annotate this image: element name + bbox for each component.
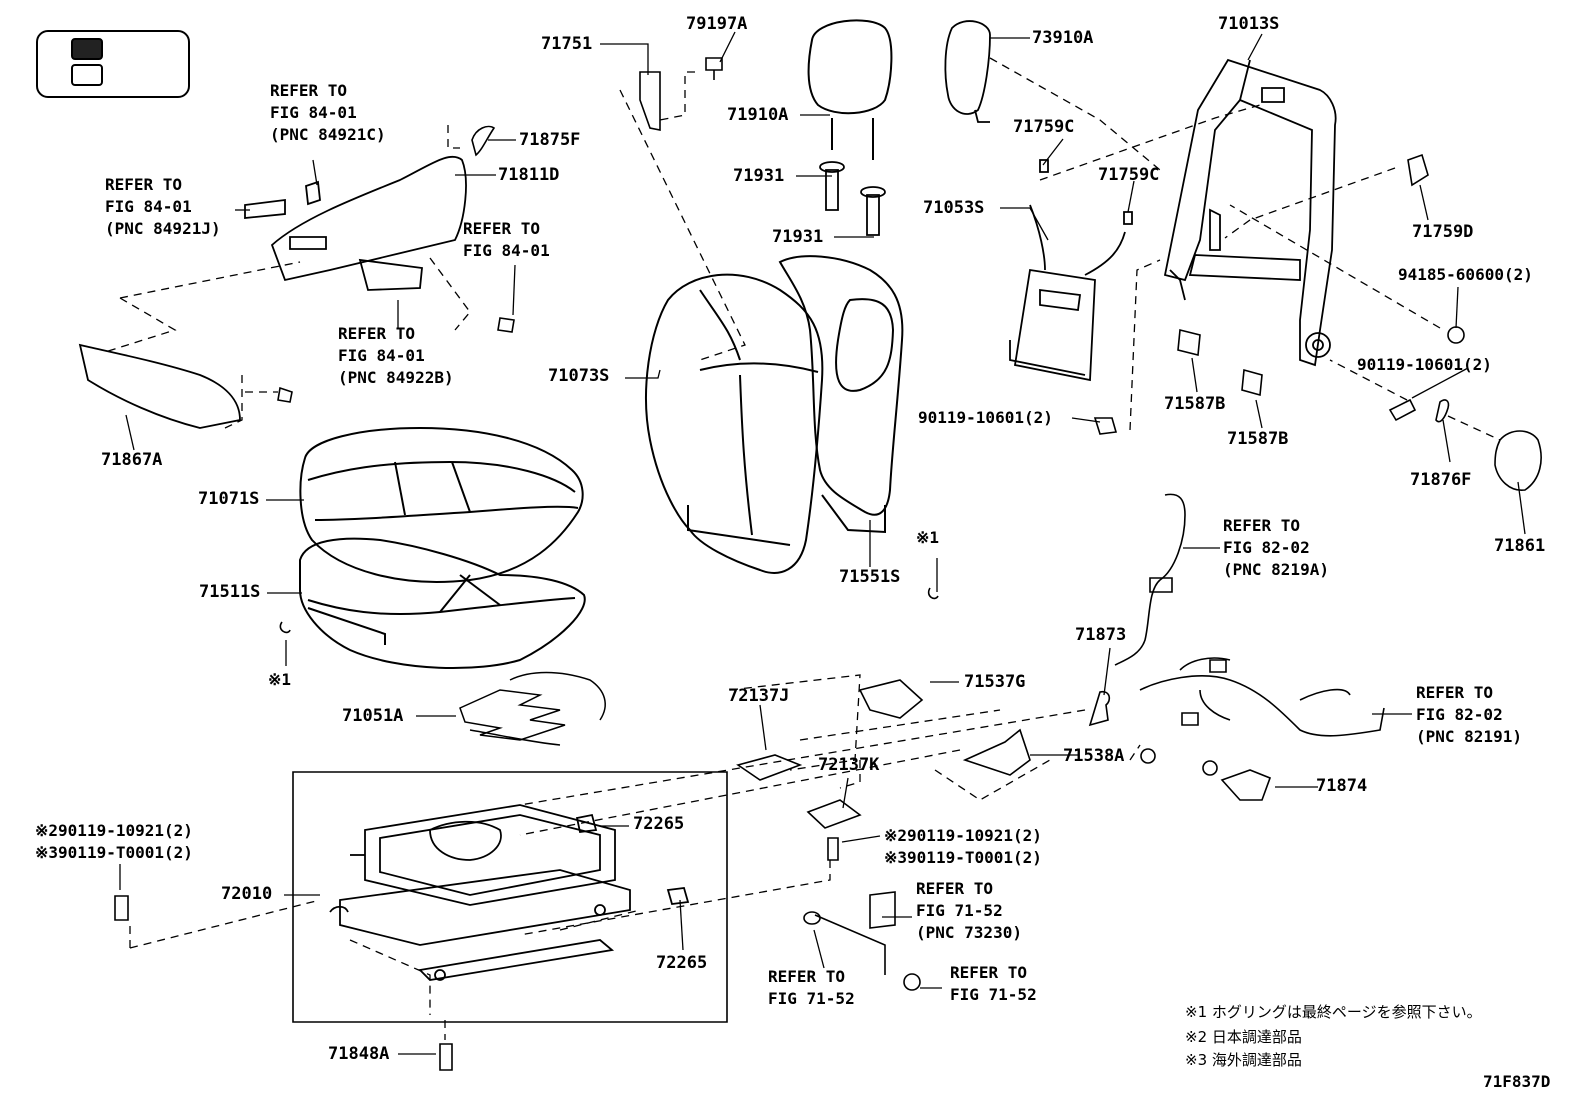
legend-box bbox=[36, 30, 190, 98]
part-71910A: 71910A bbox=[727, 105, 789, 125]
ref-fig-82-02-8219A: REFER TO FIG 82-02 (PNC 8219A) bbox=[1223, 516, 1329, 579]
part-71053S: 71053S bbox=[923, 198, 985, 218]
ref-fig-84-01: REFER TO FIG 84-01 bbox=[463, 219, 550, 260]
part-72137K: 72137K bbox=[818, 755, 880, 775]
legend-empty-symbol bbox=[71, 64, 103, 86]
spring-mat bbox=[460, 673, 605, 746]
part-71811D: 71811D bbox=[498, 165, 560, 185]
note-hog-ring: ※1 ホグリングは最終ページを参照下さい。 bbox=[1185, 1003, 1482, 1021]
note-overseas-sourced: ※3 海外調達部品 bbox=[1185, 1051, 1302, 1069]
part-94185-60600: 94185-60600(2) bbox=[1398, 265, 1533, 284]
part-71071S: 71071S bbox=[198, 489, 260, 509]
part-71587B-right: 71587B bbox=[1227, 429, 1289, 449]
part-71013S: 71013S bbox=[1218, 14, 1280, 34]
part-71551S: 71551S bbox=[839, 567, 901, 587]
part-71051A: 71051A bbox=[342, 706, 404, 726]
part-73910A: 73910A bbox=[1032, 28, 1094, 48]
part-71751: 71751 bbox=[541, 34, 593, 54]
part-72265-upper: 72265 bbox=[633, 814, 685, 834]
part-71876F: 71876F bbox=[1410, 470, 1472, 490]
diagram-code: 71F837D bbox=[1483, 1072, 1551, 1091]
seat-track-box bbox=[293, 772, 727, 1022]
headrest bbox=[809, 20, 892, 160]
ref-fig-82-02-82191: REFER TO FIG 82-02 (PNC 82191) bbox=[1416, 683, 1522, 746]
ref-fig-84-01-84921J: REFER TO FIG 84-01 (PNC 84921J) bbox=[105, 175, 221, 238]
part-71537G: 71537G bbox=[964, 672, 1026, 692]
part-71538A: 71538A bbox=[1063, 746, 1125, 766]
seat-cushion-cover bbox=[300, 428, 582, 582]
part-71073S: 71073S bbox=[548, 366, 610, 386]
part-90119-10601-left: 90119-10601(2) bbox=[918, 408, 1053, 427]
part-71587B-left: 71587B bbox=[1164, 394, 1226, 414]
seat-cushion-pad bbox=[300, 539, 585, 668]
seat-belt-buckle bbox=[804, 892, 920, 990]
part-71861: 71861 bbox=[1494, 536, 1546, 556]
note-japan-sourced: ※2 日本調達部品 bbox=[1185, 1028, 1302, 1046]
seat-track bbox=[330, 805, 688, 980]
part-71931-upper: 71931 bbox=[733, 166, 785, 186]
front-cover bbox=[80, 345, 240, 428]
lumbar-support bbox=[1010, 160, 1132, 380]
lower-brackets bbox=[115, 680, 1270, 1070]
part-72265-lower: 72265 bbox=[656, 953, 708, 973]
part-79197A: 79197A bbox=[686, 14, 748, 34]
clips-small-parts bbox=[278, 58, 1541, 632]
wire-harnesses bbox=[1115, 494, 1384, 735]
part-71848A: 71848A bbox=[328, 1044, 390, 1064]
part-71874: 71874 bbox=[1316, 776, 1368, 796]
part-71759D: 71759D bbox=[1412, 222, 1474, 242]
seatback-cover bbox=[646, 275, 822, 573]
part-mid-bolt-jp: ※290119-10921(2) bbox=[884, 826, 1042, 845]
part-left-bolt-jp: ※290119-10921(2) bbox=[35, 821, 193, 840]
part-mid-bolt-overseas: ※390119-T0001(2) bbox=[884, 848, 1042, 867]
part-90119-10601-right: 90119-10601(2) bbox=[1357, 355, 1492, 374]
seatback-pad bbox=[780, 256, 902, 532]
legend-filled-symbol bbox=[71, 38, 103, 60]
ref-fig-84-01-84922B: REFER TO FIG 84-01 (PNC 84922B) bbox=[338, 324, 454, 387]
seatback-frame bbox=[1165, 60, 1336, 365]
part-72137J: 72137J bbox=[728, 686, 790, 706]
part-71931-lower: 71931 bbox=[772, 227, 824, 247]
part-71873: 71873 bbox=[1075, 625, 1127, 645]
hog-ring-mark-a: ※1 bbox=[916, 528, 940, 547]
ref-fig-71-52-left: REFER TO FIG 71-52 bbox=[768, 967, 855, 1008]
hog-ring-mark-b: ※1 bbox=[268, 670, 292, 689]
part-71759C-upper: 71759C bbox=[1013, 117, 1075, 137]
part-71867A: 71867A bbox=[101, 450, 163, 470]
ref-fig-71-52-right: REFER TO FIG 71-52 bbox=[950, 963, 1037, 1004]
headrest-supports bbox=[820, 162, 885, 235]
ref-fig-84-01-84921C: REFER TO FIG 84-01 (PNC 84921C) bbox=[270, 81, 386, 144]
side-shield bbox=[245, 157, 466, 290]
part-71875F: 71875F bbox=[519, 130, 581, 150]
part-71511S: 71511S bbox=[199, 582, 261, 602]
part-72010: 72010 bbox=[221, 884, 273, 904]
part-71759C-lower: 71759C bbox=[1098, 165, 1160, 185]
dashed-lines bbox=[105, 58, 1500, 1040]
part-left-bolt-overseas: ※390119-T0001(2) bbox=[35, 843, 193, 862]
upper-side-pad bbox=[945, 21, 990, 122]
ref-fig-71-52-73230: REFER TO FIG 71-52 (PNC 73230) bbox=[916, 879, 1022, 942]
